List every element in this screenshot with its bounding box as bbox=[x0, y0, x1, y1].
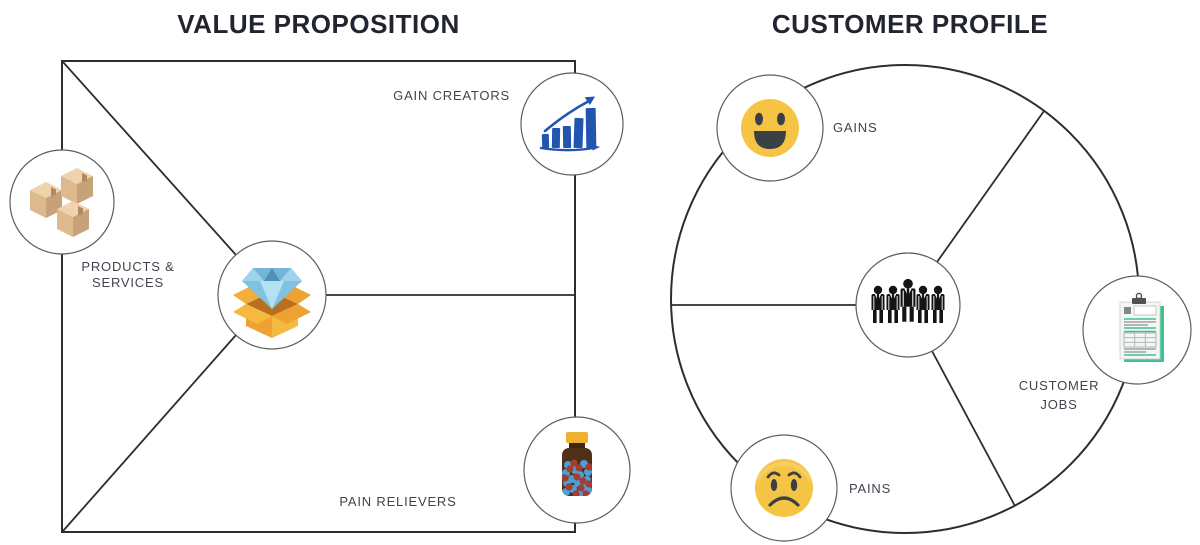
clipboard-icon bbox=[1119, 292, 1164, 362]
gain-creators-label: GAIN CREATORS bbox=[393, 88, 510, 103]
gift-box-diamond-icon bbox=[233, 268, 311, 338]
profile-divider-lower-right bbox=[931, 350, 1016, 507]
happy-face-icon bbox=[741, 99, 799, 157]
medicine-bottle-icon bbox=[562, 432, 592, 496]
divider-bottom-diagonal bbox=[62, 334, 237, 532]
profile-divider-upper-right bbox=[936, 110, 1045, 263]
divider-top-diagonal bbox=[62, 61, 237, 256]
worried-face-icon bbox=[755, 459, 813, 517]
customer-jobs-label: CUSTOMER JOBS bbox=[1018, 378, 1100, 412]
shipping-boxes-icon bbox=[30, 168, 93, 237]
customer-group-icon bbox=[871, 278, 945, 323]
growth-chart-icon bbox=[539, 96, 600, 152]
customer-profile-title: CUSTOMER PROFILE bbox=[771, 9, 1049, 39]
gain-creators-circle bbox=[520, 72, 624, 176]
gains-label: GAINS bbox=[833, 120, 878, 135]
pains-label: PAINS bbox=[849, 481, 892, 496]
products-services-label: PRODUCTS & SERVICES bbox=[81, 259, 175, 290]
value-proposition-title: VALUE PROPOSITION bbox=[177, 9, 460, 39]
pain-relievers-label: PAIN RELIEVERS bbox=[339, 494, 457, 509]
